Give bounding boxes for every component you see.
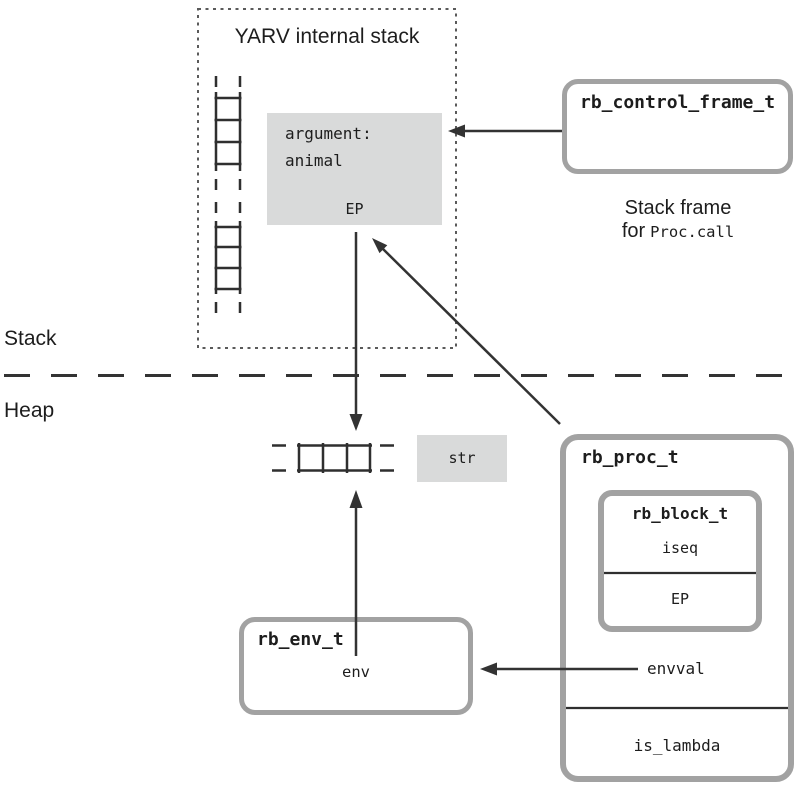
block-title: rb_block_t [631, 504, 729, 523]
heap-region-label: Heap [4, 399, 55, 422]
caption-proc-call: Proc.call [650, 223, 735, 241]
control-frame-caption: Stack frame for Proc.call [558, 197, 798, 244]
arrow-ep-to-str-icon [349, 232, 363, 431]
stack-region-label: Stack [4, 327, 57, 350]
arrow-controlframe-to-ep-icon [448, 124, 562, 138]
control-frame-title: rb_control_frame_t [580, 92, 776, 113]
caption-line1: Stack frame [624, 197, 732, 219]
arrow-proc-to-ep-icon [372, 238, 561, 425]
yarv-stack-ladder-icon [214, 76, 242, 313]
control-frame-box: rb_control_frame_t [562, 79, 793, 174]
argument-label-line1: argument: [285, 124, 372, 143]
caption-for: for [621, 220, 646, 242]
env-title: rb_env_t [257, 629, 344, 650]
str-cells-icon [272, 443, 394, 473]
argument-label-line2: animal [285, 151, 343, 170]
proc-title: rb_proc_t [581, 447, 679, 468]
is-lambda-label: is_lambda [633, 736, 721, 755]
block-box [598, 490, 762, 632]
block-ep-label: EP [670, 590, 690, 608]
caption-line2: for Proc.call [558, 220, 798, 244]
yarv-stack-title: YARV internal stack [234, 25, 420, 48]
ep-label: EP [345, 200, 364, 218]
env-label: env [342, 663, 370, 681]
envval-label: envval [647, 659, 705, 678]
iseq-label: iseq [661, 539, 699, 557]
str-box: str [417, 435, 507, 482]
ep-stack-cell: argument: animal EP [267, 113, 442, 225]
